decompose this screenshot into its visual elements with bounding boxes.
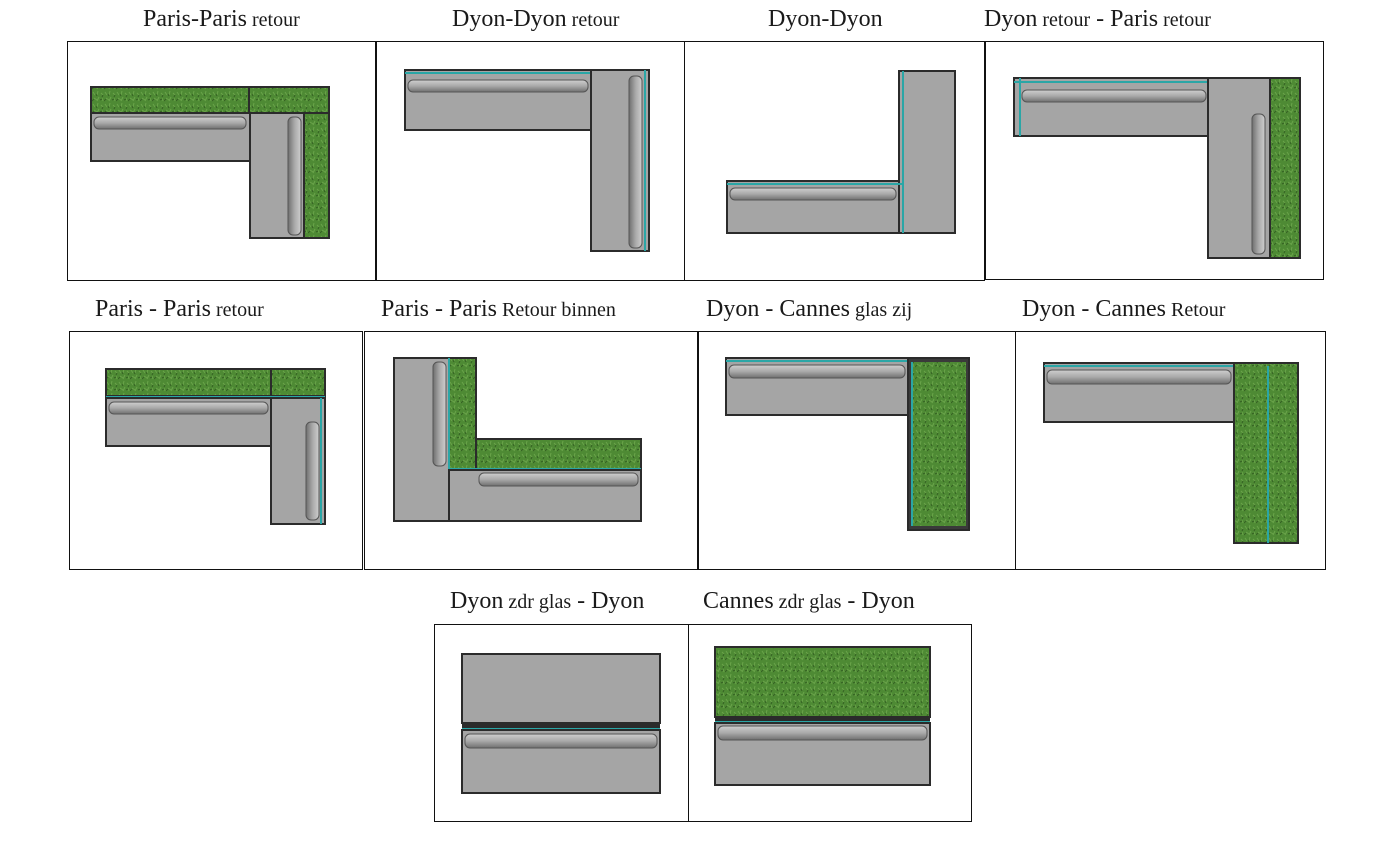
sofa-diagram-p4: [1013, 77, 1301, 259]
layout-panel-p10: [688, 624, 972, 822]
caption-part: zdr glas: [773, 591, 842, 613]
caption-p5: Paris - Paris retour: [95, 297, 264, 321]
caption-part: retour: [211, 299, 264, 321]
caption-part: Paris-Paris: [143, 6, 247, 32]
sofa-diagram-p9: [461, 653, 661, 794]
caption-p2: Dyon-Dyon retour: [452, 7, 619, 31]
sofa-diagram-p3: [726, 70, 956, 234]
sofa-diagram-p2: [404, 69, 650, 252]
caption-part: Retour: [1165, 299, 1226, 321]
caption-part: glas zij: [849, 299, 913, 321]
caption-part: Dyon-Dyon: [768, 6, 883, 32]
sofa-diagram-p7: [725, 357, 970, 531]
layout-panel-p8: [1015, 331, 1326, 570]
caption-part: retour: [247, 9, 300, 31]
sofa-diagram-p8: [1043, 362, 1299, 544]
caption-part: retour: [566, 9, 620, 31]
caption-part: retour: [1037, 9, 1091, 31]
layout-panel-p5: [69, 331, 363, 570]
caption-part: Dyon-Dyon: [452, 6, 567, 32]
layout-panel-p6: [364, 331, 698, 570]
caption-part: retour: [1158, 9, 1211, 31]
caption-part: - Dyon: [571, 588, 645, 614]
caption-part: Paris - Paris: [95, 296, 211, 322]
caption-part: Dyon: [984, 6, 1038, 32]
caption-p3: Dyon-Dyon: [768, 7, 883, 31]
caption-p8: Dyon - Cannes Retour: [1022, 297, 1225, 321]
caption-part: Dyon: [450, 588, 504, 614]
caption-p4: Dyon retour - Paris retour: [984, 7, 1211, 31]
caption-p9: Dyon zdr glas - Dyon: [450, 589, 644, 613]
caption-part: Dyon - Cannes: [706, 296, 850, 322]
caption-p10: Cannes zdr glas - Dyon: [703, 589, 915, 613]
sofa-diagram-p1: [90, 86, 330, 239]
layout-panel-p3: [684, 41, 985, 281]
caption-part: zdr glas: [503, 591, 572, 613]
caption-p7: Dyon - Cannes glas zij: [706, 297, 912, 321]
caption-p1: Paris-Paris retour: [143, 7, 300, 31]
sofa-diagram-p6: [393, 357, 642, 522]
caption-part: - Paris: [1090, 6, 1159, 32]
caption-part: - Dyon: [841, 588, 915, 614]
layout-panel-p2: [376, 41, 685, 281]
caption-part: Paris - Paris: [381, 296, 497, 322]
layout-panel-p1: [67, 41, 376, 281]
sofa-diagram-p5: [105, 368, 326, 525]
layout-panel-p7: [698, 331, 1016, 570]
sofa-diagram-p10: [714, 646, 931, 786]
caption-p6: Paris - Paris Retour binnen: [381, 297, 616, 321]
caption-part: Retour binnen: [497, 299, 616, 321]
caption-part: Dyon - Cannes: [1022, 296, 1166, 322]
layout-panel-p4: [985, 41, 1324, 280]
layout-panel-p9: [434, 624, 689, 822]
caption-part: Cannes: [703, 588, 774, 614]
